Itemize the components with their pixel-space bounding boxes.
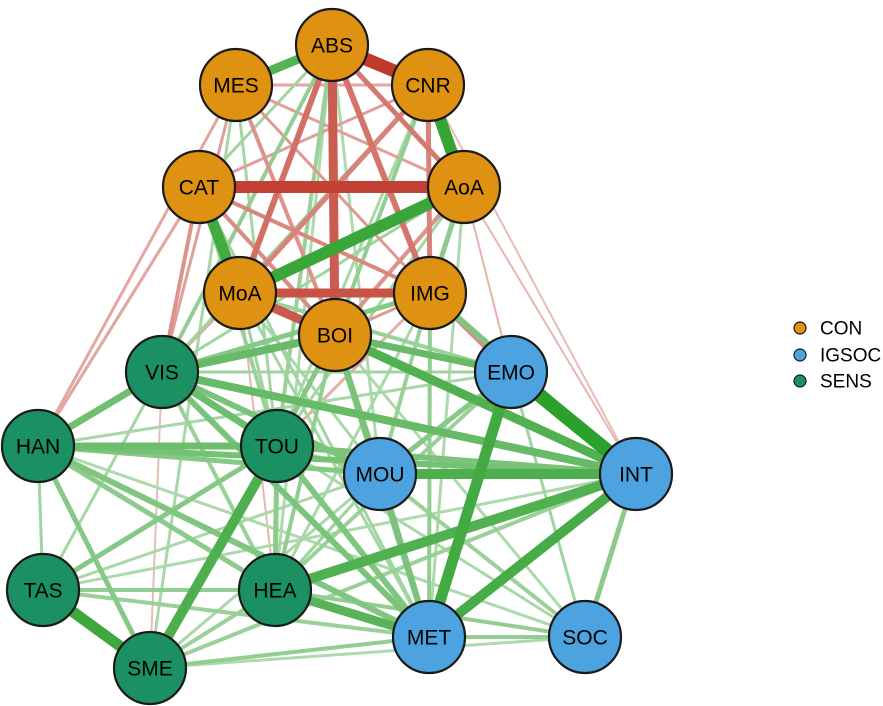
node-circle[interactable] [473,334,549,410]
graph-node-han[interactable]: HAN [0,408,76,484]
graph-node-tas[interactable]: TAS [5,552,81,628]
graph-node-int[interactable]: INT [598,436,674,512]
graph-edge [198,185,431,295]
node-circle[interactable] [547,599,623,675]
graph-edge [333,330,638,479]
graph-edge [333,334,587,638]
node-circle[interactable] [198,47,274,123]
graph-edge [237,43,335,295]
graph-edge [275,44,334,447]
graph-edge [145,443,282,671]
graph-node-vis[interactable]: VIS [124,334,200,410]
node-circle[interactable] [202,255,278,331]
graph-node-soc[interactable]: SOC [547,599,623,675]
graph-edge [160,84,238,373]
graph-edge [239,291,512,374]
node-circle[interactable] [392,255,468,331]
node-circle[interactable] [161,149,237,225]
node-circle[interactable] [297,297,373,373]
graph-edge [37,444,586,639]
graph-edge [425,470,640,641]
graph-edge [198,83,429,189]
legend-item-con[interactable]: CON [793,319,862,340]
graph-node-met[interactable]: MET [391,599,467,675]
graph-edge [159,369,432,640]
legend-label: IGSOC [820,346,881,367]
graph-node-mes[interactable]: MES [198,47,274,123]
graph-node-mou[interactable]: MOU [342,436,418,512]
graph-edge [273,469,638,595]
graph-node-cnr[interactable]: CNR [390,47,466,123]
graph-node-aoa[interactable]: AoA [426,149,502,225]
legend-dot-igsoc [793,348,807,362]
graph-node-boi[interactable]: BOI [297,297,373,373]
graph-edge [423,370,517,639]
node-circle[interactable] [426,149,502,225]
graph-edge [36,186,201,447]
legend-item-igsoc[interactable]: IGSOC [793,346,881,367]
node-circle[interactable] [5,552,81,628]
graph-edge [274,444,432,639]
graph-edge [149,472,637,670]
node-circle[interactable] [237,552,313,628]
node-circle[interactable] [598,436,674,512]
graph-edge [41,443,279,593]
legend: CON IGSOC SENS [793,319,881,393]
legend-label: SENS [820,372,872,393]
graph-edge [237,181,467,299]
graph-node-hea[interactable]: HEA [237,552,313,628]
graph-edge [161,368,637,478]
legend-dot-sens [793,374,807,388]
graph-edge [378,472,587,639]
graph-edge [149,635,430,670]
graph-edge [36,443,431,640]
graph-node-sme[interactable]: SME [112,630,188,706]
graph-edge [329,43,433,295]
node-circle[interactable] [342,436,418,512]
graph-node-tou[interactable]: TOU [239,408,315,484]
node-circle[interactable] [391,599,467,675]
node-circle[interactable] [390,47,466,123]
node-circle[interactable] [0,408,76,484]
graph-node-cat[interactable]: CAT [161,149,237,225]
graph-edge [427,186,466,638]
graph-edge [41,371,164,591]
node-circle[interactable] [112,630,188,706]
node-circle[interactable] [124,334,200,410]
graph-edge [149,635,586,670]
node-circle[interactable] [239,408,315,484]
legend-item-sens[interactable]: SENS [793,372,872,393]
graph-node-moa[interactable]: MoA [202,255,278,331]
edge-layer [35,39,641,673]
graph-node-abs[interactable]: ABS [294,7,370,83]
graph-edge [427,84,637,475]
legend-dot-con [793,321,807,335]
legend-label: CON [820,319,862,340]
node-circle[interactable] [294,7,370,83]
graph-node-img[interactable]: IMG [392,255,468,331]
graph-edge [235,83,465,189]
graph-edge [463,186,637,475]
graph-edge [36,84,238,447]
graph-node-emo[interactable]: EMO [473,334,549,410]
